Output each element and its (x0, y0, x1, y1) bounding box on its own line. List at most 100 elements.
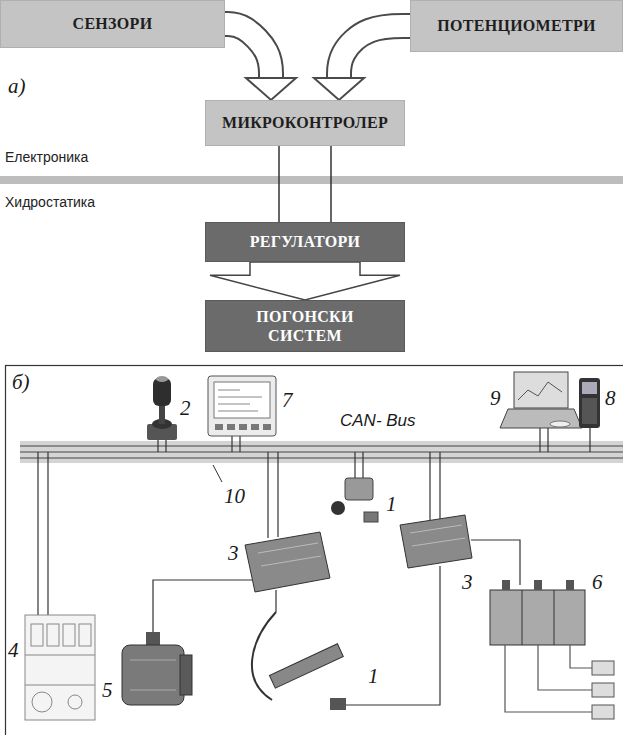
bus-wire (429, 452, 430, 522)
bus-wire (277, 452, 278, 537)
domain-divider (0, 176, 623, 184)
box-label: ПОТЕНЦИОМЕТРИ (437, 16, 596, 35)
connector (314, 26, 410, 100)
connector (279, 146, 280, 222)
control-unit-icon (400, 515, 472, 568)
pump-drawing (122, 632, 192, 705)
callout-number: 3 (462, 572, 473, 593)
control-unit-icon (410, 525, 462, 533)
block-box: СЕНЗОРИ (0, 0, 225, 48)
callout-number: 1 (368, 666, 379, 687)
callout-number: 5 (102, 680, 113, 701)
joystick-icon (153, 378, 171, 406)
sensor-icon (364, 512, 378, 522)
arrow-head (314, 78, 364, 100)
handheld-terminal-icon (582, 382, 597, 394)
valve-block-icon (522, 590, 523, 645)
callout-number: 10 (224, 486, 245, 507)
display-panel-icon (215, 424, 223, 430)
display-panel-icon (208, 376, 276, 436)
signal-wire (153, 580, 252, 634)
domain-label: Електроника (5, 150, 88, 165)
callout-number: 1 (386, 494, 397, 515)
control-unit-icon (412, 538, 465, 546)
valve-block-icon (554, 590, 555, 645)
joystick-icon (156, 376, 168, 382)
sensor-icon (269, 644, 343, 688)
box-label: СЕНЗОРИ (73, 14, 153, 33)
engine-drawing (32, 692, 52, 712)
can-bus (20, 452, 623, 453)
domain-label: Хидростатика (5, 195, 95, 210)
block-box: МИКРОКОНТРОЛЕР (205, 100, 405, 146)
engine-drawing (25, 655, 95, 656)
engine-drawing (79, 624, 91, 646)
bus-wire (362, 452, 363, 478)
sensor-icon (330, 698, 346, 710)
display-panel-icon (218, 390, 240, 391)
bus-label: CAN- Bus (340, 412, 416, 431)
sensor-icon (345, 478, 373, 500)
callout-number: 4 (8, 640, 19, 661)
laptop-icon (514, 372, 568, 408)
control-unit-icon (258, 543, 318, 553)
display-panel-icon (218, 411, 258, 412)
bus-wire (157, 440, 158, 452)
sensor-icon (252, 478, 378, 710)
sensor-icon (331, 501, 345, 515)
display-panel-icon (214, 382, 270, 418)
callout-number: 8 (605, 388, 616, 409)
signal-wire (471, 540, 520, 585)
display-panel-icon (218, 404, 250, 405)
laptop-icon (550, 421, 570, 427)
signal-wire (275, 590, 276, 612)
block-box: РЕГУЛАТОРИ (205, 222, 405, 262)
bus-wire (267, 452, 268, 538)
engine-drawing (31, 624, 43, 646)
panel-letter: а) (8, 76, 26, 97)
sensor-icon (252, 612, 276, 700)
pump-drawing (130, 690, 176, 691)
joystick-icon (147, 376, 177, 440)
control-unit-icon (245, 532, 330, 592)
callout-number: 3 (228, 543, 239, 564)
connector (331, 146, 332, 222)
valve-block-icon (505, 645, 592, 712)
connector (210, 262, 400, 300)
engine-drawing (68, 695, 82, 709)
handheld-terminal-icon (579, 378, 600, 428)
pump-drawing (146, 632, 160, 646)
can-bus (20, 446, 623, 447)
connector (225, 24, 296, 100)
signal-wire (346, 566, 440, 705)
valve-block-icon (490, 580, 614, 719)
display-panel-icon (218, 397, 262, 398)
block-box: ПОТЕНЦИОМЕТРИ (410, 0, 623, 52)
bus-wire (539, 428, 540, 452)
valve-block-icon (592, 683, 614, 697)
engine-drawing (25, 615, 95, 720)
hollow-arrow-outline (225, 24, 271, 78)
box-label: РЕГУЛАТОРИ (250, 232, 360, 251)
signal-wire (153, 540, 520, 705)
pump-drawing (130, 660, 176, 661)
laptop-icon (500, 409, 582, 428)
display-panel-icon (208, 376, 276, 436)
block-box: ПОГОНСКИ СИСТЕМ (205, 300, 405, 352)
bus-wire (439, 452, 440, 521)
bus-wire (547, 428, 548, 452)
box-label: ПОГОНСКИ СИСТЕМ (250, 307, 360, 345)
engine-drawing (25, 685, 95, 686)
bus-wire (239, 436, 240, 452)
box-label: МИКРОКОНТРОЛЕР (222, 113, 388, 132)
arrow-head (246, 78, 296, 100)
handheld-terminal-icon (582, 398, 597, 424)
display-panel-icon (239, 424, 247, 430)
laptop-icon (500, 372, 582, 428)
engine-drawing (47, 624, 59, 646)
bus-wire (165, 440, 166, 452)
bus-wire (37, 452, 38, 615)
valve-block-icon (502, 580, 510, 590)
bus-wire (47, 452, 48, 615)
engine-drawing (63, 624, 75, 646)
